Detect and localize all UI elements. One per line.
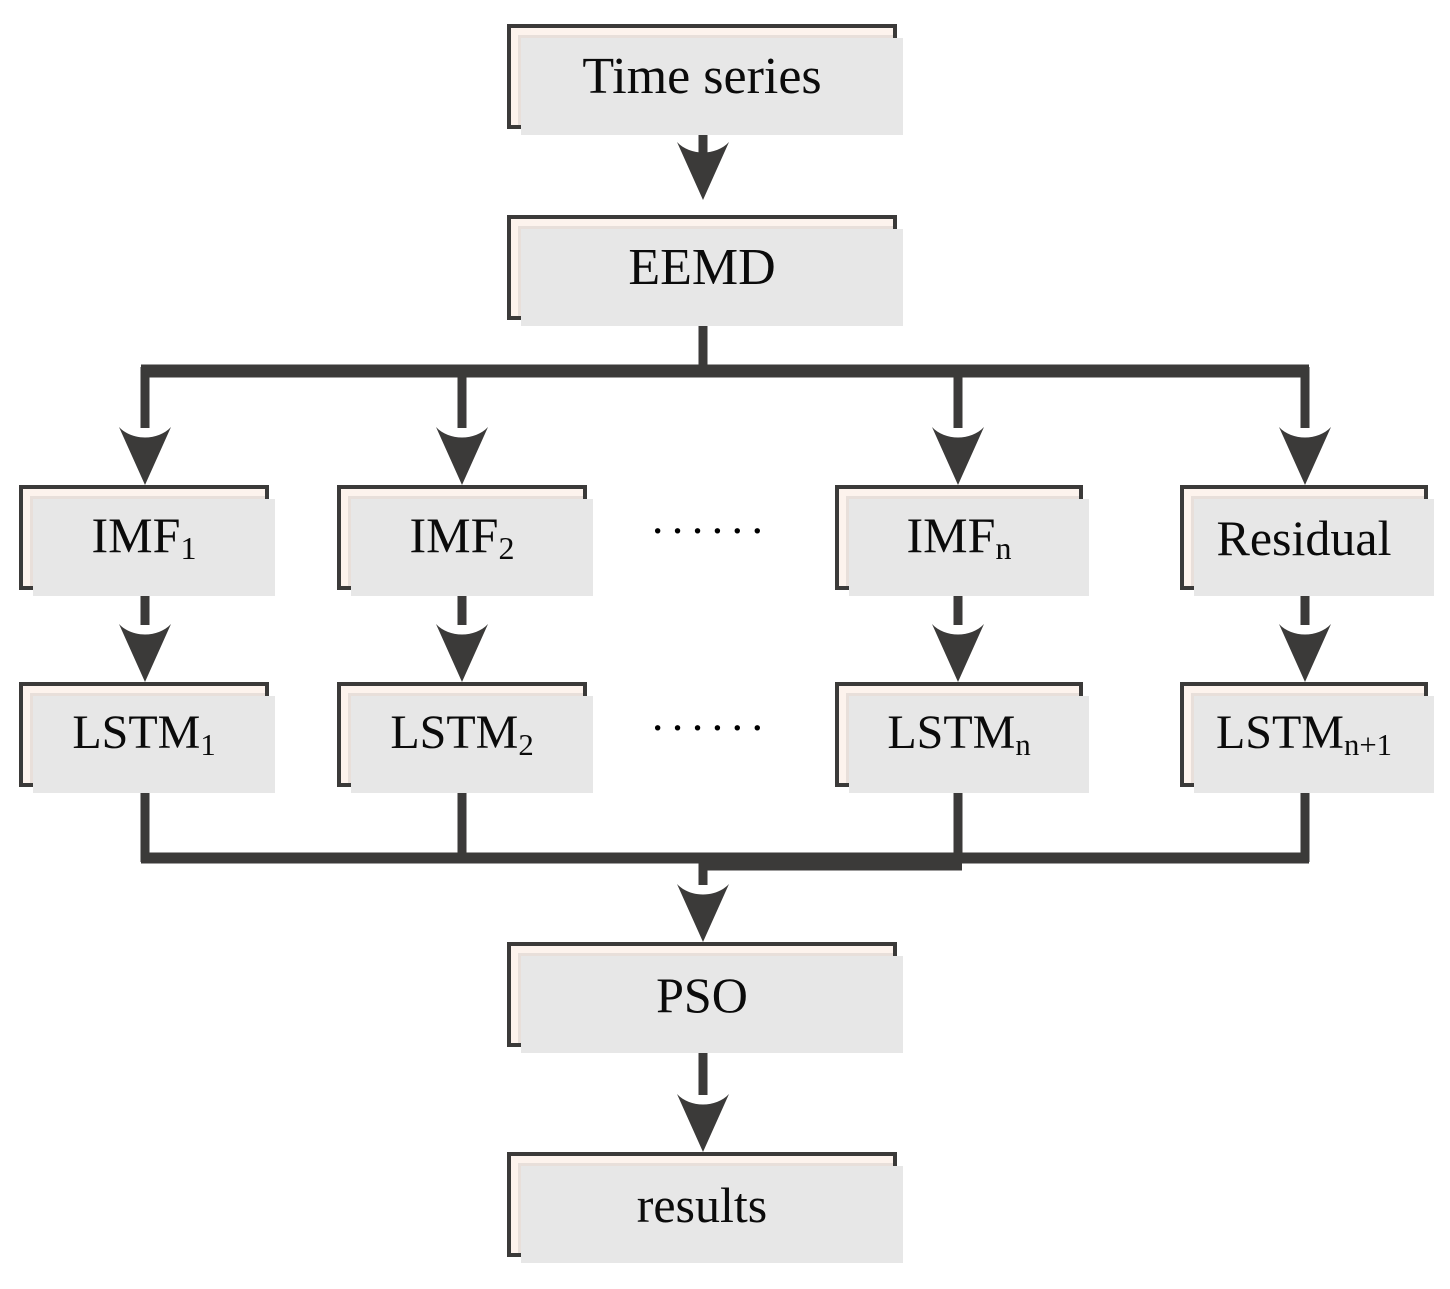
node-lstm-n-subscript: n — [1015, 727, 1031, 762]
node-lstm-n[interactable]: LSTMn — [835, 682, 1089, 793]
node-lstm-1[interactable]: LSTM1 — [19, 682, 275, 793]
node-imf-n[interactable]: IMFn — [835, 485, 1089, 596]
node-eemd-label: EEMD — [628, 238, 776, 296]
node-lstm-1-label: LSTM1 — [72, 705, 216, 762]
node-eemd[interactable]: EEMD — [507, 215, 903, 326]
node-lstm-2[interactable]: LSTM2 — [337, 682, 593, 793]
node-lstm-n-plus-1-subscript: n+1 — [1343, 727, 1393, 762]
node-residual[interactable]: Residual — [1180, 485, 1434, 596]
node-lstm-n-label: LSTMn — [887, 705, 1031, 762]
node-lstm-2-subscript: 2 — [518, 727, 534, 762]
node-imf-2-label: IMF2 — [409, 507, 515, 567]
node-imf-1-label: IMF1 — [91, 507, 197, 567]
node-lstm-2-label: LSTM2 — [390, 705, 534, 762]
ellipsis-imf-row: ······ — [650, 505, 770, 556]
node-imf-n-subscript: n — [995, 530, 1012, 567]
ellipsis-lstm-row: ······ — [650, 702, 770, 753]
node-lstm-1-subscript: 1 — [200, 727, 216, 762]
node-pso-label: PSO — [656, 966, 748, 1023]
node-results[interactable]: results — [507, 1152, 903, 1263]
node-imf-1-subscript: 1 — [180, 530, 197, 567]
node-lstm-n-plus-1-label: LSTMn+1 — [1215, 705, 1393, 762]
node-lstm-n-plus-1[interactable]: LSTMn+1 — [1180, 682, 1434, 793]
node-imf-2[interactable]: IMF2 — [337, 485, 593, 596]
node-time-series[interactable]: Time series — [507, 24, 903, 135]
node-imf-n-label: IMFn — [906, 507, 1012, 567]
node-pso[interactable]: PSO — [507, 942, 903, 1053]
node-imf-1[interactable]: IMF1 — [19, 485, 275, 596]
node-results-label: results — [636, 1176, 768, 1233]
node-imf-2-subscript: 2 — [498, 530, 515, 567]
node-residual-label: Residual — [1216, 509, 1392, 566]
node-time-series-label: Time series — [582, 47, 822, 105]
